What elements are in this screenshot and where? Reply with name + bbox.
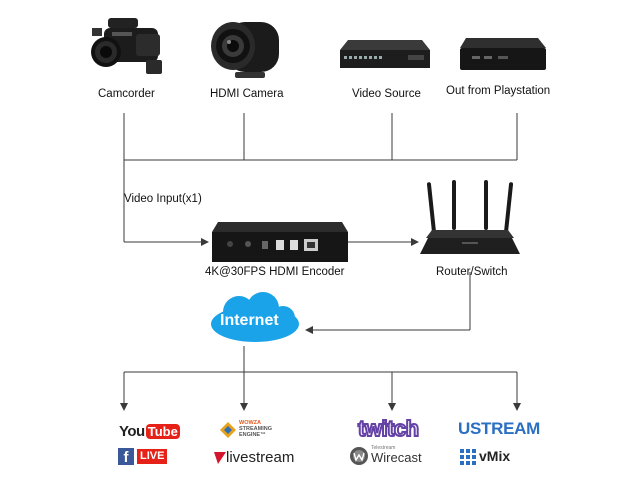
wowza-logo-text: WOWZA STREAMING ENGINE™ [239,420,272,438]
vmix-icon [460,449,476,465]
wowza-icon [220,422,236,438]
youtube-logo: You Tube [119,422,180,440]
livestream-logo: livestream [226,449,295,466]
camcorder-icon [91,18,162,74]
video-source-label: Video Source [352,88,421,100]
internet-cloud-icon [211,292,299,342]
twitch-logo: twitch [357,415,420,442]
hdmi-camera-icon [211,22,279,78]
router-icon [420,180,520,254]
wirecast-logo: Telestream Wirecast [371,445,422,465]
youtube-tube-text: Tube [145,423,180,439]
facebook-icon: f [118,448,134,466]
wirecast-text: Wirecast [371,450,422,465]
wirecast-icon [350,447,368,465]
router-label: Router/Switch [436,266,508,278]
video-input-label: Video Input(x1) [124,193,202,205]
playstation-icon [460,38,546,70]
video-source-icon [340,40,430,68]
encoder-label: 4K@30FPS HDMI Encoder [205,266,345,278]
wirecast-small-text: Telestream [371,445,396,451]
vmix-logo: vMix [479,448,511,464]
facebook-live-badge: LIVE [137,449,168,464]
camcorder-label: Camcorder [98,88,155,100]
internet-label: Internet [220,312,279,329]
wowza-line3: ENGINE™ [239,432,266,438]
ustream-logo: USTREAM [458,419,540,438]
wowza-line2: STREAMING [239,426,272,432]
wowza-line1: WOWZA [239,420,261,426]
youtube-you-text: You [119,422,145,440]
hdmi-encoder-icon [212,222,348,262]
playstation-label: Out from Playstation [446,85,551,97]
livestream-icon [214,452,226,464]
hdmi-camera-label: HDMI Camera [210,88,284,100]
